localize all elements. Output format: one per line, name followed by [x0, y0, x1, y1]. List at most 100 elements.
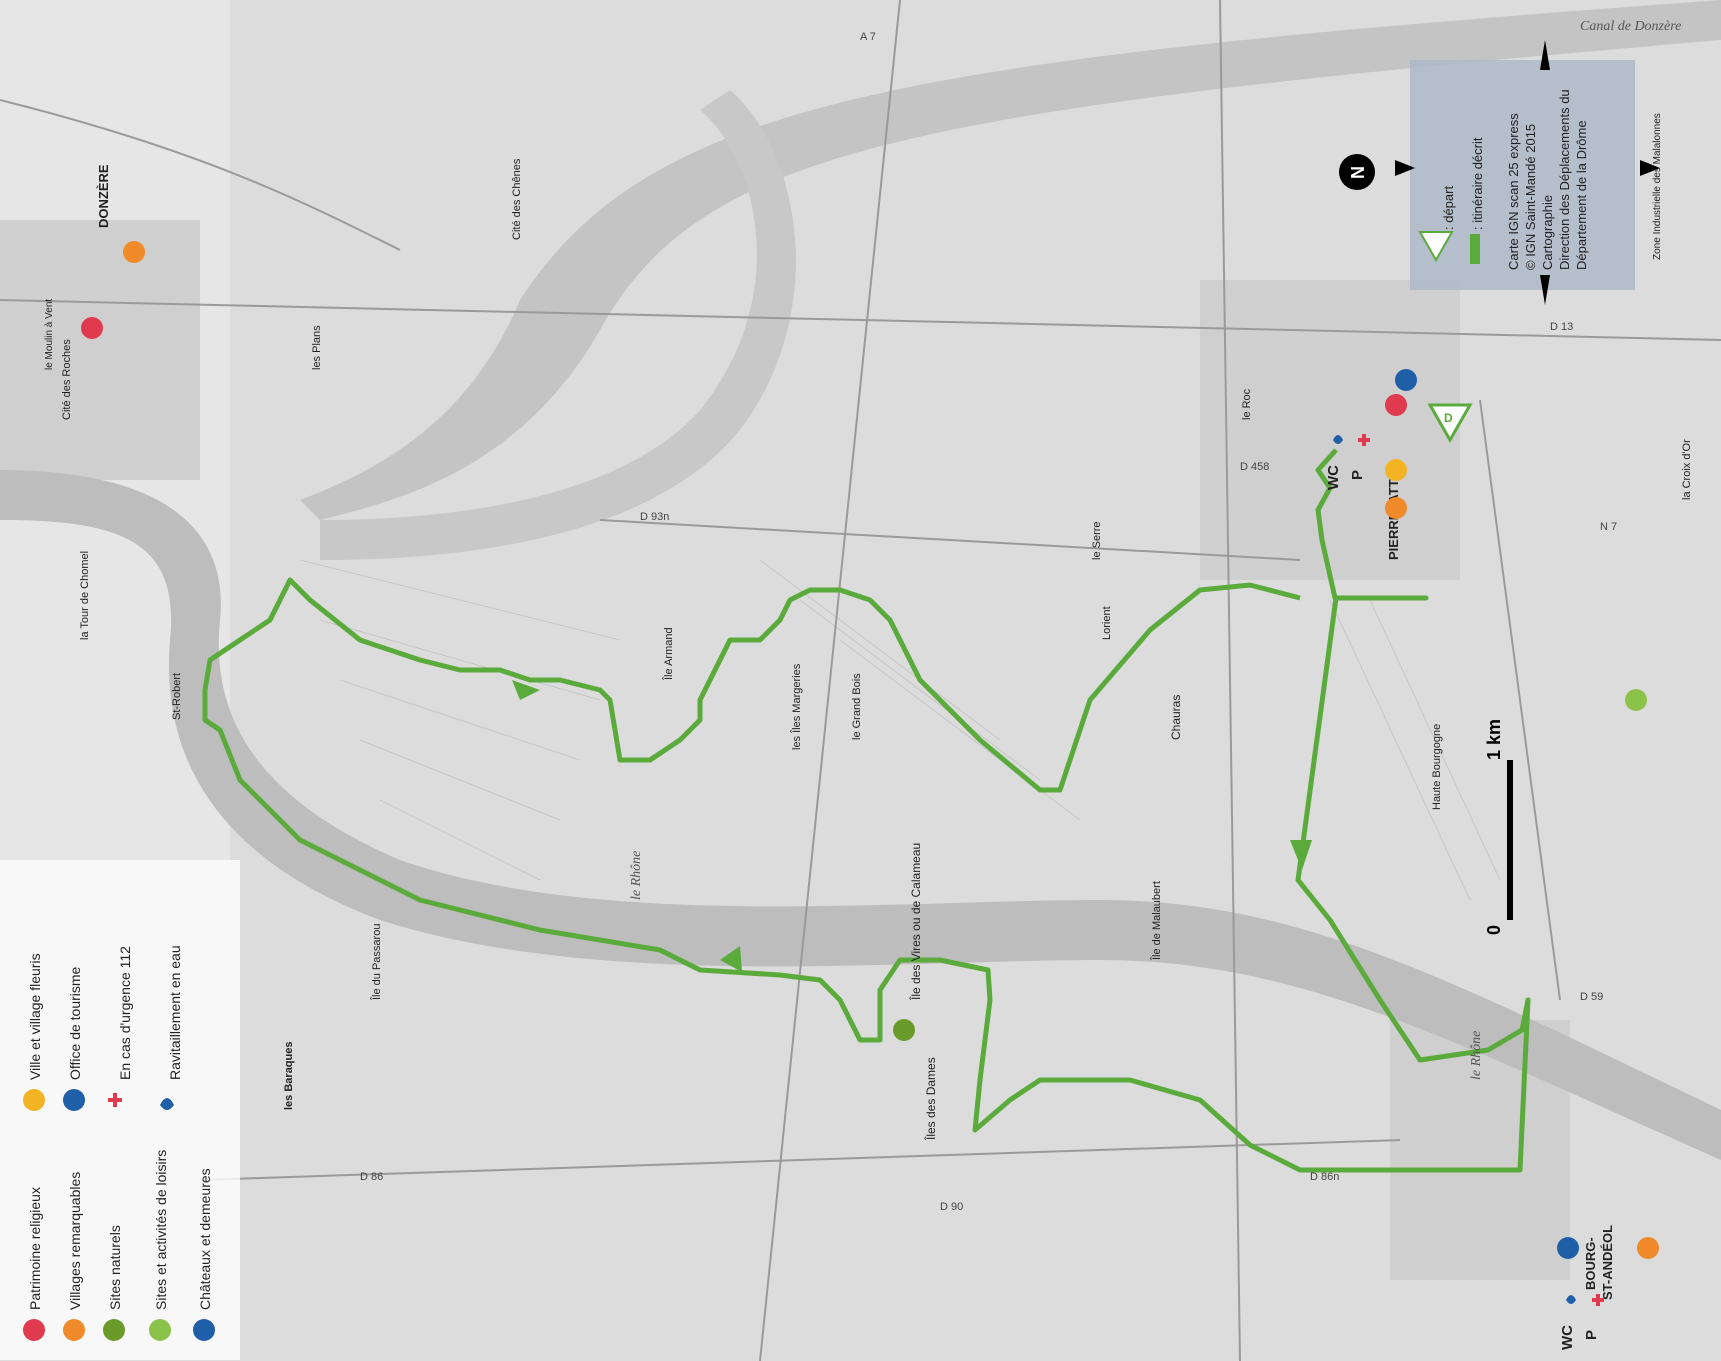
start-marker: D: [1427, 403, 1473, 444]
info-start-label: : départ: [1441, 186, 1456, 230]
legend-bg: [0, 860, 240, 1360]
label-tour-chomel: la Tour de Chomel: [79, 551, 91, 640]
scale-zero: 0: [1484, 925, 1504, 935]
label-ile-malaubert: Île de Malaubert: [1150, 881, 1163, 961]
canal-donzere: [300, 0, 1721, 520]
road-d86: D 86: [360, 1171, 383, 1183]
water-drop-icon: [160, 1098, 174, 1110]
natural-site-icon: [893, 1019, 915, 1041]
remarkable-village-icon: [63, 1319, 85, 1341]
remarkable-village-icon: [1385, 497, 1407, 519]
legend-item-religious: Patrimoine religieux: [23, 1187, 45, 1341]
label-bourg-2: ST-ANDÉOL: [1600, 1225, 1615, 1300]
legend-item-leisure: Sites et activités de loisirs: [149, 1150, 171, 1341]
label-grand-bois: le Grand Bois: [851, 673, 863, 740]
north-letter: N: [1348, 166, 1368, 179]
legend-label: En cas d'urgence 112: [117, 946, 133, 1080]
label-ile-passarou: Île du Passarou: [370, 924, 383, 1001]
religious-heritage-icon: [81, 317, 103, 339]
legend-item-villages: Villages remarquables: [63, 1172, 85, 1341]
amenities-pierrelatte: WC P: [1325, 434, 1370, 490]
legend-label: Ville et village fleuris: [27, 953, 43, 1080]
legend-item-natural: Sites naturels: [103, 1225, 125, 1341]
water-drop-icon: [1333, 435, 1343, 444]
road-d93n: D 93n: [640, 511, 669, 523]
river-loop: [320, 90, 796, 560]
label-cite-roches: Cité des Roches: [61, 339, 73, 420]
label-cite-chenes: Cité des Chênes: [511, 158, 523, 240]
info-box: : départ : itinéraire décrit Carte IGN s…: [1410, 60, 1635, 290]
label-donzere: DONZÈRE: [96, 164, 111, 228]
legend-label: Sites et activités de loisirs: [153, 1150, 169, 1310]
legend-label: Villages remarquables: [67, 1172, 83, 1310]
legend-item-water: Ravitaillement en eau: [160, 945, 183, 1110]
label-chauras: Chauras: [1169, 695, 1183, 740]
flowered-town-icon: [23, 1089, 45, 1111]
religious-heritage-icon: [23, 1319, 45, 1341]
label-iles-margeries: les Îles Margeries: [790, 663, 803, 750]
road-d13: D 13: [1550, 321, 1573, 333]
legend-label: Sites naturels: [107, 1225, 123, 1310]
road-a7: A 7: [860, 31, 876, 43]
pierrelatte-urban-area: [1200, 280, 1460, 580]
remarkable-village-icon: [1637, 1237, 1659, 1259]
info-start-icon: [1418, 231, 1454, 263]
legend-label: Patrimoine religieux: [27, 1187, 43, 1310]
place-labels: DONZÈRE PIERRELATTE BOURG- ST-ANDÉOL Cit…: [44, 113, 1693, 1300]
label-les-plans: les Plans: [311, 325, 323, 370]
label-iles-dames: Îles des Dames: [923, 1057, 938, 1141]
water-drop-icon: [1566, 1295, 1576, 1304]
scale-one-km: 1 km: [1484, 719, 1504, 760]
road-numbers: D 93n D 458 D 59 D 13 N 7 A 7 D 86 D 90 …: [360, 31, 1617, 1213]
wc-label: WC: [1325, 465, 1342, 490]
amenities-bourg: WC P: [1559, 1294, 1604, 1350]
donzere-urban-area: [0, 220, 200, 480]
route-direction-arrows: [512, 680, 1312, 972]
start-marker-letter: D: [1444, 411, 1453, 425]
legend-item-emergency: En cas d'urgence 112: [108, 946, 133, 1107]
label-st-robert: St-Robert: [171, 673, 183, 720]
castle-icon: [193, 1319, 215, 1341]
label-le-roc: le Roc: [1241, 388, 1253, 420]
legend-item-tourism: Office de tourisme: [63, 966, 85, 1111]
castle-icon: [1557, 1237, 1579, 1259]
label-lorient: Lorient: [1101, 606, 1113, 640]
legend: Patrimoine religieux Villages remarquabl…: [0, 860, 240, 1360]
info-credit-1: Carte IGN scan 25 express: [1506, 113, 1521, 270]
info-credit-4: Direction des Déplacements du: [1557, 89, 1572, 270]
tourist-office-icon: [1395, 369, 1417, 391]
parking-label-bourg: P: [1583, 1330, 1600, 1340]
route-line: [202, 448, 1531, 1173]
north-arrow-icon: N: [1339, 40, 1660, 305]
label-croix-dor: la Croix d'Or: [1681, 439, 1693, 500]
tourist-office-icon: [63, 1089, 85, 1111]
remarkable-village-icon: [123, 241, 145, 263]
natural-site-icon: [103, 1319, 125, 1341]
info-route-label: : itinéraire décrit: [1470, 137, 1485, 230]
info-credit-3: Cartographie: [1540, 195, 1555, 270]
legend-label: Ravitaillement en eau: [167, 945, 183, 1080]
legend-label: Office de tourisme: [67, 966, 83, 1080]
legend-label: Châteaux et demeures: [197, 1168, 213, 1310]
label-rhone-1: le Rhône: [629, 851, 644, 900]
scale-bar: 0 1 km: [1484, 719, 1513, 935]
road-d90: D 90: [940, 1201, 963, 1213]
parking-label: P: [1349, 470, 1366, 480]
road-d59: D 59: [1580, 991, 1603, 1003]
info-credit-5: Département de la Drôme: [1574, 120, 1589, 270]
poi-markers: [81, 241, 1659, 1259]
road-d86n: D 86n: [1310, 1171, 1339, 1183]
info-box-bg: [1410, 60, 1635, 290]
leisure-site-icon: [1625, 689, 1647, 711]
wc-label-bourg: WC: [1559, 1325, 1576, 1350]
info-route-icon: [1470, 234, 1480, 264]
label-zone-industrielle: Zone Industrielle des Malalonnes: [1652, 113, 1663, 260]
label-ile-vires: Île des Vires ou de Calameau: [908, 843, 923, 1001]
label-le-serre: le Serre: [1091, 521, 1103, 560]
label-bourg-1: BOURG-: [1583, 1237, 1598, 1290]
legend-item-castles: Châteaux et demeures: [193, 1168, 215, 1341]
label-canal: Canal de Donzère: [1580, 19, 1681, 34]
flowered-town-icon: [1385, 459, 1407, 481]
